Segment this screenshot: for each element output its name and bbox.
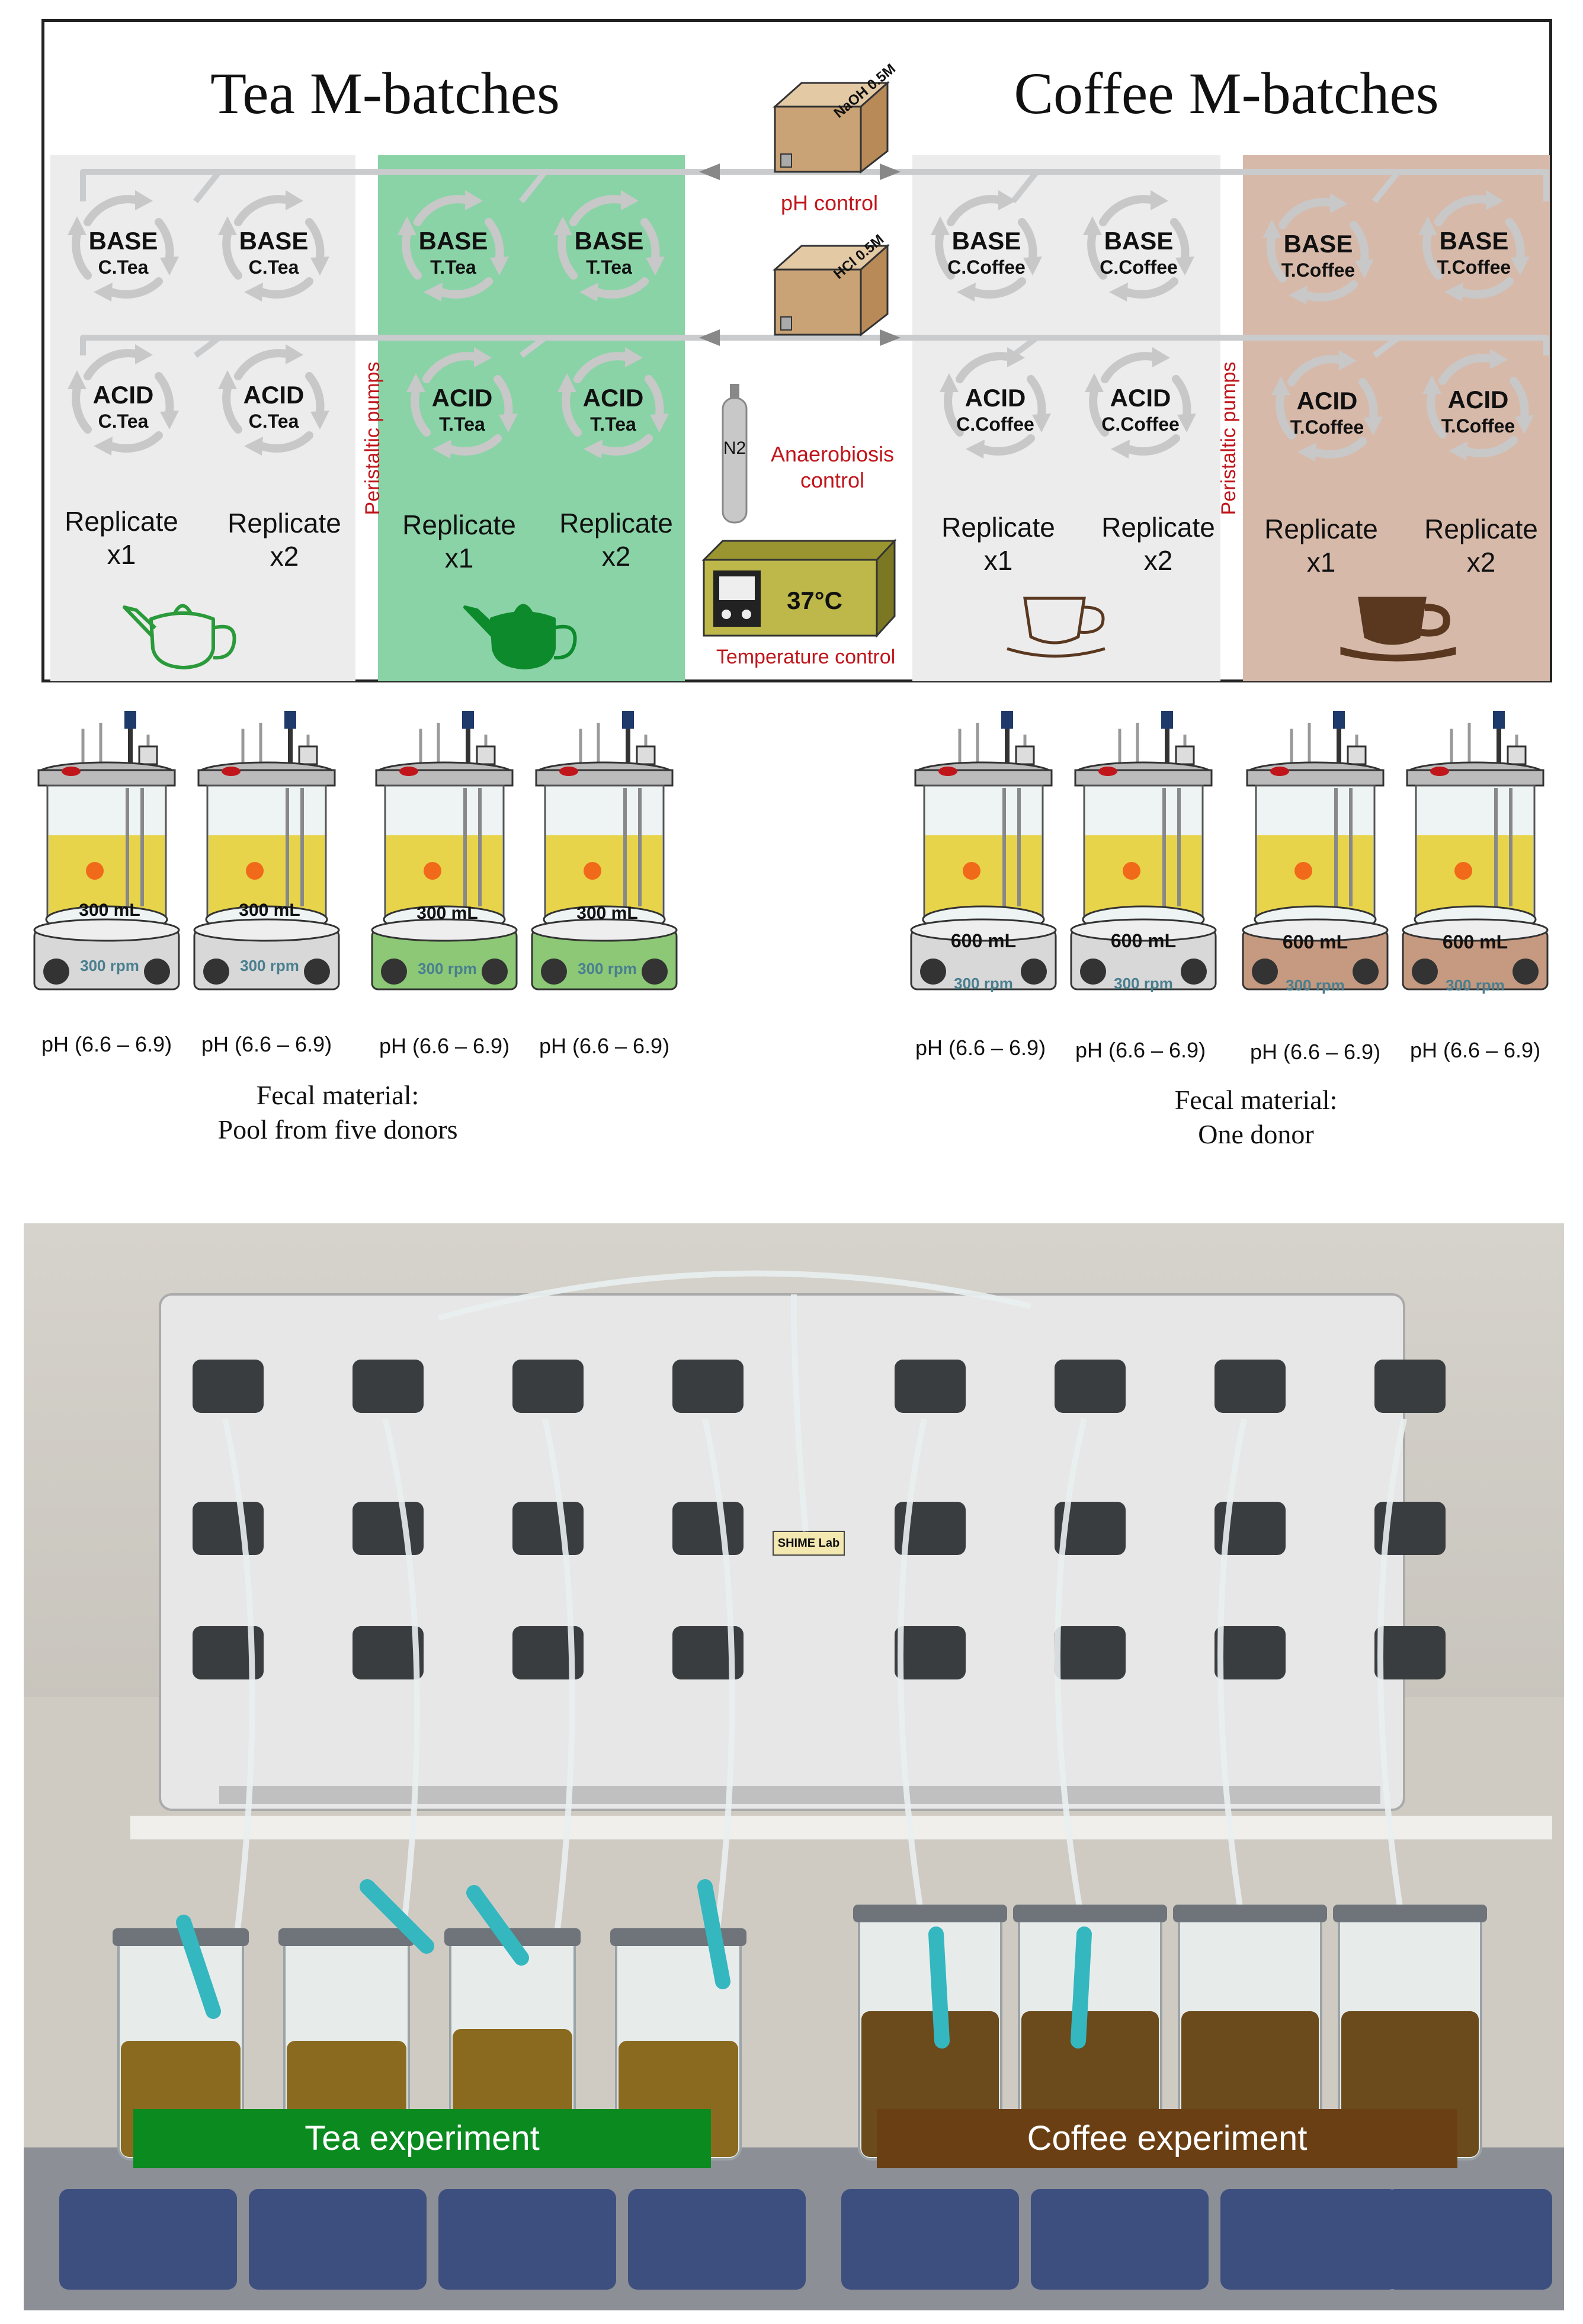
fecal-tea-line2: Pool from five donors (217, 1114, 458, 1145)
fecal-material-tea: Fecal material: Pool from five donors (148, 1078, 527, 1147)
fecal-coffee-line2: One donor (1198, 1119, 1314, 1149)
volume-c-coffee-2: 600 mL (1110, 930, 1177, 951)
n2-label: N2 (723, 438, 746, 458)
replicate-t-coffee-2: Replicate x2 (1424, 514, 1538, 578)
fecal-tea-line1: Fecal material: (256, 1080, 419, 1110)
reactor-t-coffee-1 (1238, 693, 1392, 1025)
replicate-t-coffee-1: Replicate x1 (1264, 514, 1378, 578)
peristaltic-label-coffee: Peristaltic pumps (1217, 361, 1240, 515)
anaerobiosis-label: Anaerobiosis control (770, 442, 895, 492)
replicate-c-tea-1: Replicate x1 (65, 506, 178, 570)
rpm-t-tea-2: 300 rpm (578, 960, 637, 977)
ph-control-label: pH control (780, 191, 879, 215)
rpm-t-tea-1: 300 rpm (418, 960, 477, 977)
teapot-outline-icon (123, 604, 236, 669)
volume-t-tea-2: 300 mL (576, 903, 638, 923)
replicate-t-tea-1: Replicate x1 (402, 509, 516, 573)
replicate-c-coffee-2: Replicate x2 (1101, 512, 1215, 576)
ph-t-tea-2: pH (6.6 – 6.9) (539, 1034, 670, 1058)
ph-c-coffee-2: pH (6.6 – 6.9) (1075, 1038, 1206, 1062)
ph-t-tea-1: pH (6.6 – 6.9) (379, 1034, 510, 1058)
fecal-material-coffee: Fecal material: One donor (1066, 1083, 1446, 1152)
cup-outline-icon (1007, 597, 1105, 658)
peristaltic-label-tea: Peristaltic pumps (361, 361, 384, 515)
ph-c-tea-1: pH (6.6 – 6.9) (41, 1032, 172, 1056)
lab-photo-illustration (24, 1223, 1564, 2310)
ph-t-coffee-1: pH (6.6 – 6.9) (1249, 1040, 1381, 1064)
volume-t-tea-1: 300 mL (416, 903, 478, 923)
ph-c-tea-2: pH (6.6 – 6.9) (201, 1032, 332, 1056)
volume-t-coffee-2: 600 mL (1442, 931, 1508, 953)
ph-c-coffee-1: pH (6.6 – 6.9) (915, 1036, 1046, 1060)
rpm-t-coffee-1: 300 rpm (1286, 976, 1345, 994)
rpm-c-tea-1: 300 rpm (80, 957, 139, 975)
shime-lab-label: SHIME Lab (777, 1537, 840, 1550)
n2-cylinder-icon (722, 384, 748, 524)
volume-c-tea-2: 300 mL (239, 900, 300, 920)
incubator-icon (701, 538, 897, 638)
rpm-c-tea-2: 300 rpm (240, 957, 299, 975)
replicate-c-coffee-1: Replicate x1 (941, 512, 1055, 576)
temperature-display: 37°C (787, 586, 842, 614)
naoh-box-icon (773, 81, 890, 174)
rpm-c-coffee-2: 300 rpm (1114, 975, 1173, 992)
volume-t-coffee-1: 600 mL (1282, 931, 1348, 953)
ph-t-coffee-2: pH (6.6 – 6.9) (1409, 1038, 1541, 1062)
replicate-t-tea-2: Replicate x2 (559, 508, 673, 572)
title-tea: Tea M-batches (210, 60, 560, 126)
rpm-c-coffee-1: 300 rpm (954, 975, 1013, 992)
reactor-t-coffee-2 (1398, 693, 1552, 1025)
lab-photo: SHIME Lab Tea experiment Coffee experime… (24, 1223, 1564, 2310)
panel-treated-coffee (1243, 155, 1550, 681)
coffee-experiment-banner: Coffee experiment (877, 2109, 1457, 2168)
fecal-coffee-line1: Fecal material: (1174, 1085, 1338, 1115)
title-coffee: Coffee M-batches (1014, 60, 1439, 126)
teapot-filled-icon (463, 604, 577, 669)
panel-control-coffee (912, 155, 1220, 681)
schematic-frame (41, 19, 1552, 682)
temperature-control-label: Temperature control (716, 646, 896, 668)
hcl-box-icon (773, 243, 890, 337)
volume-c-tea-1: 300 mL (79, 900, 140, 920)
replicate-c-tea-2: Replicate x2 (227, 508, 341, 572)
cup-filled-icon (1340, 597, 1456, 662)
rpm-t-coffee-2: 300 rpm (1446, 976, 1505, 994)
panel-control-tea (50, 155, 355, 681)
panel-treated-tea (378, 155, 685, 681)
tea-experiment-banner: Tea experiment (133, 2109, 711, 2168)
volume-c-coffee-1: 600 mL (950, 930, 1017, 951)
